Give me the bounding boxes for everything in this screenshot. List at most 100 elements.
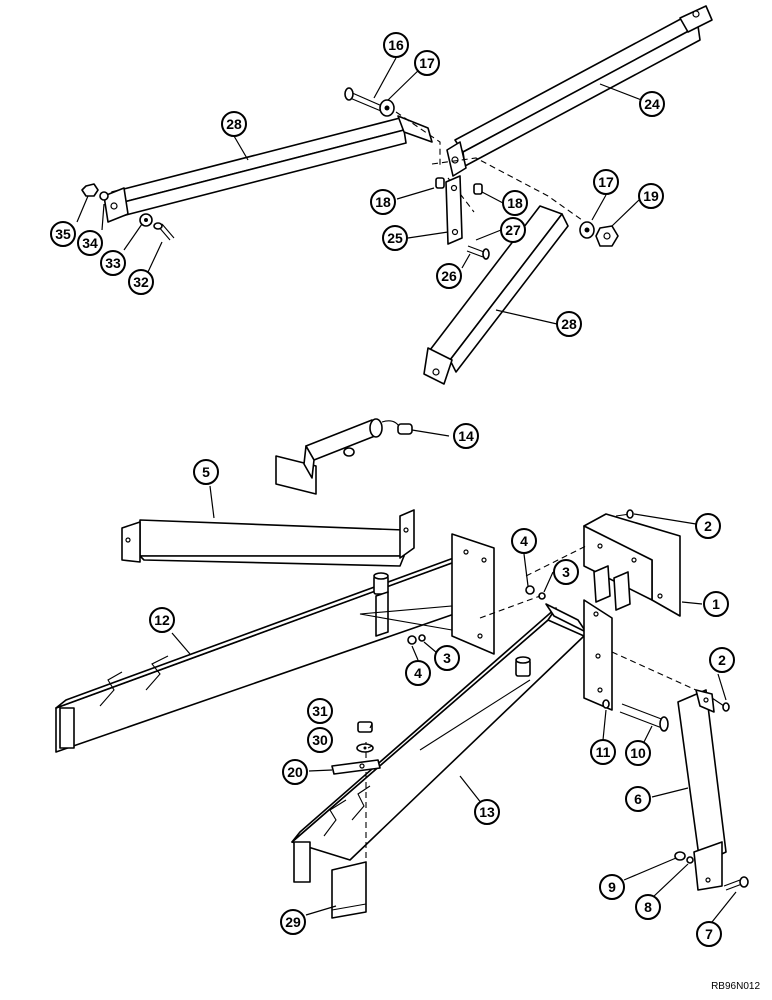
- svg-text:16: 16: [388, 37, 404, 53]
- washer-11: [602, 699, 610, 709]
- bolt-2-top: [615, 509, 634, 519]
- hardware-3-4-lower: [407, 634, 426, 645]
- svg-text:30: 30: [312, 732, 328, 748]
- part-13-tapered-beam: [291, 599, 613, 883]
- bushing-18-left: [435, 177, 445, 189]
- svg-text:29: 29: [285, 914, 301, 930]
- reference-code: RB96N012: [711, 981, 760, 992]
- callout-25: 25: [382, 225, 408, 251]
- hardware-3-4-upper: [525, 585, 546, 600]
- svg-text:27: 27: [505, 222, 521, 238]
- callout-20: 20: [282, 759, 308, 785]
- svg-text:34: 34: [82, 235, 98, 251]
- callout-26: 26: [436, 263, 462, 289]
- callout-28-bottom: 28: [556, 311, 582, 337]
- bolt-16: [344, 87, 383, 112]
- part-12-main-beam: [55, 533, 495, 753]
- svg-text:18: 18: [375, 194, 391, 210]
- callout-4-bottom: 4: [405, 660, 431, 686]
- part-28-left-bar: [103, 115, 433, 223]
- part-5-cross-bar: [121, 509, 415, 567]
- pin-10: [619, 703, 669, 732]
- callout-13: 13: [474, 799, 500, 825]
- svg-text:12: 12: [154, 612, 170, 628]
- svg-text:32: 32: [133, 274, 149, 290]
- callout-12: 12: [149, 607, 175, 633]
- callout-29: 29: [280, 909, 306, 935]
- washer-17-right: [579, 221, 595, 239]
- callout-18-left: 18: [370, 189, 396, 215]
- svg-text:3: 3: [443, 650, 451, 666]
- bolt-26: [466, 245, 490, 260]
- part-6-brace: [677, 689, 727, 891]
- callout-28-top: 28: [221, 111, 247, 137]
- callout-2-top: 2: [695, 513, 721, 539]
- svg-text:24: 24: [644, 96, 660, 112]
- callout-4-top: 4: [511, 528, 537, 554]
- svg-text:33: 33: [105, 255, 121, 271]
- svg-text:28: 28: [226, 116, 242, 132]
- bushing-18-right: [473, 183, 483, 195]
- hardware-8-9: [674, 851, 694, 864]
- callout-17-top: 17: [414, 50, 440, 76]
- svg-text:6: 6: [634, 791, 642, 807]
- part-29: [331, 861, 367, 919]
- callout-3-bottom: 3: [434, 645, 460, 671]
- svg-text:5: 5: [202, 464, 210, 480]
- svg-text:17: 17: [598, 174, 614, 190]
- callout-27: 27: [500, 217, 526, 243]
- callout-30: 30: [307, 727, 333, 753]
- callout-5: 5: [193, 459, 219, 485]
- callout-19: 19: [638, 183, 664, 209]
- callout-11: 11: [590, 739, 616, 765]
- svg-text:35: 35: [55, 226, 71, 242]
- callout-24: 24: [639, 91, 665, 117]
- svg-text:17: 17: [419, 55, 435, 71]
- callout-34: 34: [77, 230, 103, 256]
- svg-text:19: 19: [643, 188, 659, 204]
- washer-30: [356, 743, 374, 753]
- svg-text:8: 8: [644, 899, 652, 915]
- part-14-jack: [275, 418, 413, 495]
- svg-text:11: 11: [596, 744, 611, 760]
- callout-7: 7: [696, 921, 722, 947]
- callout-8: 8: [635, 894, 661, 920]
- svg-text:25: 25: [387, 230, 403, 246]
- washer-17-top: [379, 99, 395, 117]
- svg-text:14: 14: [458, 428, 474, 444]
- callout-3-top: 3: [553, 559, 579, 585]
- callout-31: 31: [307, 698, 333, 724]
- svg-text:18: 18: [507, 195, 523, 211]
- bolt-2-right: [711, 697, 730, 712]
- callout-14: 14: [453, 423, 479, 449]
- callout-1: 1: [703, 591, 729, 617]
- callout-6: 6: [625, 786, 651, 812]
- bolt-7: [723, 876, 749, 891]
- svg-text:9: 9: [608, 879, 616, 895]
- callout-2-right: 2: [709, 647, 735, 673]
- nut-19: [595, 225, 619, 247]
- part-25-plate: [445, 175, 463, 245]
- callout-10: 10: [625, 740, 651, 766]
- svg-text:2: 2: [718, 652, 726, 668]
- part-24-upper-bar: [446, 5, 713, 177]
- callout-33: 33: [100, 250, 126, 276]
- svg-text:28: 28: [561, 316, 577, 332]
- callout-9: 9: [599, 874, 625, 900]
- callout-16: 16: [383, 32, 409, 58]
- plate-20: [331, 759, 381, 775]
- svg-text:20: 20: [287, 764, 303, 780]
- svg-text:4: 4: [520, 533, 528, 549]
- svg-text:31: 31: [312, 703, 328, 719]
- svg-text:26: 26: [441, 268, 457, 284]
- svg-text:13: 13: [479, 804, 495, 820]
- svg-text:1: 1: [712, 596, 720, 612]
- callout-35: 35: [50, 221, 76, 247]
- callout-17-right: 17: [593, 169, 619, 195]
- svg-text:3: 3: [562, 564, 570, 580]
- svg-text:2: 2: [704, 518, 712, 534]
- svg-text:4: 4: [414, 665, 422, 681]
- part-28-diagonal-bar: [423, 205, 569, 385]
- nut-31: [357, 721, 373, 733]
